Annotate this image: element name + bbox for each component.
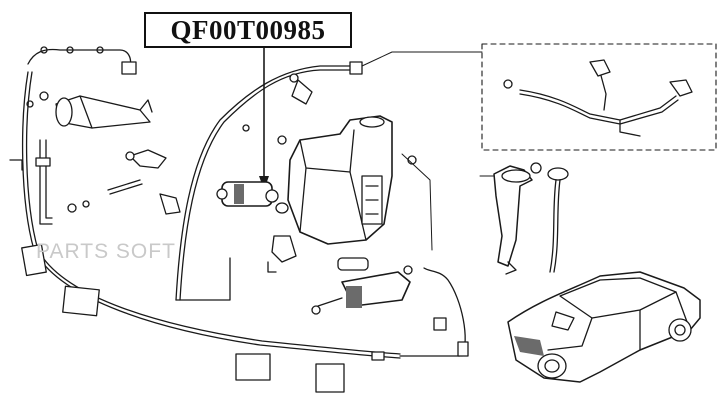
level-sensor <box>547 167 569 273</box>
pump-feed-hose <box>175 61 363 301</box>
rear-washer-pump <box>311 265 413 315</box>
washer-hose-main <box>21 71 466 359</box>
leader-lines <box>361 51 495 251</box>
bumper-pads <box>21 243 469 393</box>
hose-fittings <box>67 149 181 215</box>
tank-connector-bracket <box>175 235 369 301</box>
part-number-label: QF00T00985 <box>170 14 326 45</box>
left-vertical-hose <box>9 139 53 225</box>
filler-neck <box>493 162 542 275</box>
watermark-text: PARTS SOFT <box>36 240 176 263</box>
part-number-box: QF00T00985 <box>144 12 352 48</box>
car-illustration <box>507 271 701 383</box>
part-pointer-arrow <box>259 47 269 190</box>
washer-pump <box>216 181 289 214</box>
washer-reservoir <box>277 115 417 245</box>
headlamp-washer-nozzle-left <box>26 91 153 129</box>
rear-nozzle-inset <box>481 43 717 151</box>
upper-left-hose <box>27 46 137 75</box>
